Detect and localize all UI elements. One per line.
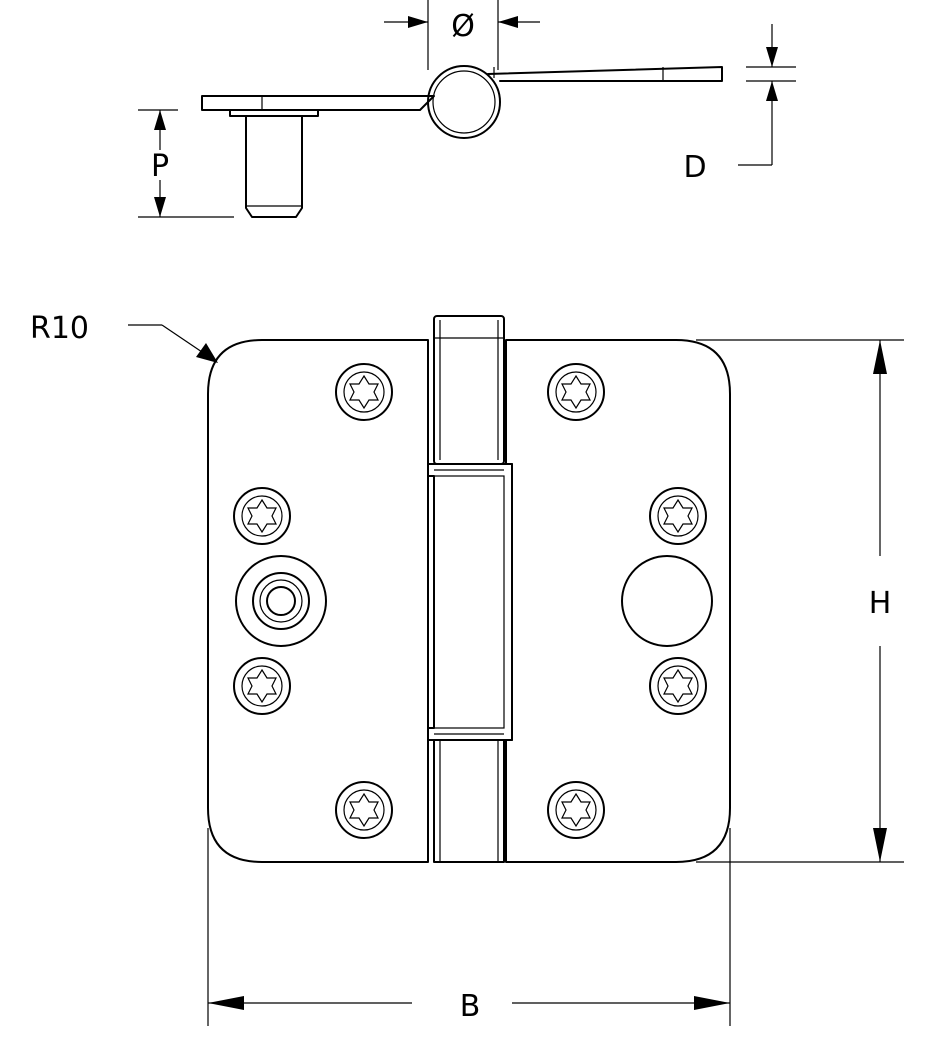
side-right-leaf [487, 66, 723, 82]
right-leaf [505, 339, 731, 863]
knuckle-bottom [433, 739, 505, 863]
screw-hole-icon [233, 657, 291, 715]
knuckle-top [433, 315, 505, 465]
knuckle-middle [427, 463, 513, 741]
side-stud-washer [229, 109, 319, 117]
diameter-dimension: Ø [384, 0, 540, 70]
thickness-dimension: D [683, 24, 796, 185]
side-knuckle [427, 65, 501, 139]
radius-label: R10 [30, 311, 89, 346]
width-dimension: B [207, 828, 731, 1026]
height-dimension: H [696, 339, 904, 863]
height-label: H [869, 586, 892, 621]
security-stud-icon [235, 555, 327, 647]
screw-hole-icon [547, 363, 605, 421]
screw-hole-icon [335, 363, 393, 421]
radius-callout: R10 [30, 311, 218, 363]
side-stud-pin [245, 115, 303, 218]
projection-dimension: P [138, 109, 234, 218]
screw-hole-icon [649, 487, 707, 545]
screw-hole-icon [547, 781, 605, 839]
stud-hole [621, 555, 713, 647]
left-leaf [207, 339, 435, 863]
screw-hole-icon [649, 657, 707, 715]
side-left-leaf [201, 95, 435, 111]
thickness-label: D [683, 150, 706, 185]
front-view [207, 315, 731, 863]
screw-hole-icon [335, 781, 393, 839]
screw-hole-icon [233, 487, 291, 545]
side-view [201, 65, 723, 218]
width-label: B [460, 989, 481, 1024]
diameter-label: Ø [451, 9, 475, 44]
projection-label: P [151, 149, 169, 184]
